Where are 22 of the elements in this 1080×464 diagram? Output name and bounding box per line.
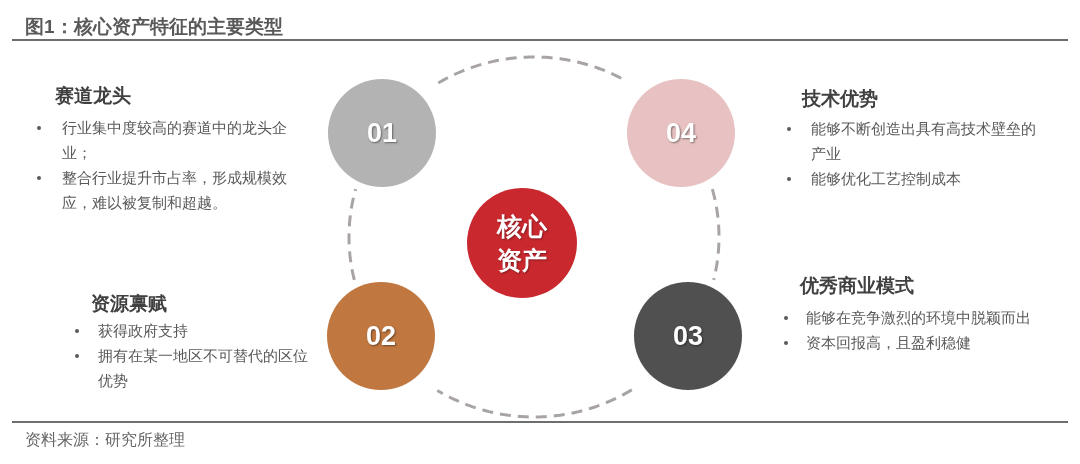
heading: 优秀商业模式 xyxy=(800,274,914,298)
number-circle: 04 xyxy=(627,79,735,187)
heading: 赛道龙头 xyxy=(55,84,131,108)
dashed-arc xyxy=(710,188,721,281)
heading: 资源禀赋 xyxy=(91,292,167,316)
number-circle: 02 xyxy=(327,282,435,390)
heading: 技术优势 xyxy=(802,87,878,111)
bullet-text: 能够不断创造出具有高技术壁垒的产业 xyxy=(811,119,1037,164)
bullet-text: 能够在竞争激烈的环境中脱颖而出 xyxy=(806,308,1032,328)
center-circle: 核心资产 xyxy=(467,188,577,298)
bullet-text: 资本回报高，且盈利稳健 xyxy=(806,333,972,353)
number-circle: 01 xyxy=(328,79,436,187)
title: 图1：核心资产特征的主要类型 xyxy=(25,15,283,39)
dashed-arc xyxy=(347,188,358,281)
bullet-text: 获得政府支持 xyxy=(98,321,189,341)
source-note: 资料来源：研究所整理 xyxy=(25,430,185,450)
bullet-text: 拥有在某一地区不可替代的区位优势 xyxy=(98,346,309,391)
number-circle: 03 xyxy=(634,282,742,390)
dashed-arc xyxy=(436,388,633,419)
bullet-text: 整合行业提升市占率，形成规模效应，难以被复制和超越。 xyxy=(62,168,288,213)
bullet-text: 行业集中度较高的赛道中的龙头企业； xyxy=(62,118,288,163)
bullet-text: 能够优化工艺控制成本 xyxy=(811,169,962,189)
